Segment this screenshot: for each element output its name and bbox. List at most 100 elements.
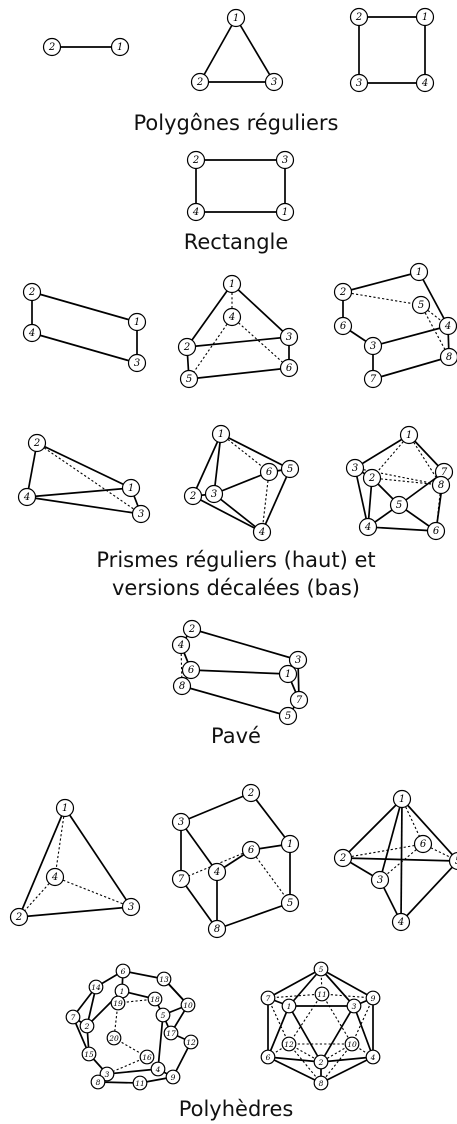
- vertex-circle: [88, 979, 104, 995]
- vertex-label: 10: [347, 1040, 357, 1049]
- edge-2-3: [18, 906, 132, 918]
- edge-3-4: [180, 821, 218, 873]
- edge-3-4: [213, 493, 263, 533]
- vertex-label: 6: [121, 967, 126, 976]
- vertex-label: 1: [399, 794, 405, 805]
- vertex-1: 1: [110, 37, 130, 57]
- vertex-circle: [17, 487, 37, 507]
- vertex-label: 3: [271, 77, 277, 88]
- vertex-circle: [190, 72, 210, 92]
- vertex-label: 6: [286, 363, 293, 374]
- vertex-circle: [275, 150, 295, 170]
- vertex-1: 1: [278, 664, 298, 684]
- vertex-6: 6: [260, 1049, 276, 1065]
- vertex-circle: [333, 316, 353, 336]
- hidden-edge-6-4: [261, 471, 270, 533]
- vertex-circle: [259, 462, 279, 482]
- vertex-circle: [204, 484, 224, 504]
- vertex-3: 3: [346, 998, 362, 1014]
- vertex-label: 8: [438, 480, 444, 491]
- vertex-circle: [127, 353, 147, 373]
- vertex-3: 3: [127, 353, 147, 373]
- vertex-circle: [392, 789, 412, 809]
- vertex-4: 4: [365, 1049, 381, 1065]
- vertex-label: 5: [319, 965, 324, 974]
- vertex-circle: [131, 504, 151, 524]
- vertex-circle: [344, 1036, 360, 1052]
- vertex-label: 18: [150, 995, 160, 1004]
- vertex-circle: [121, 478, 141, 498]
- vertex-4: 4: [252, 522, 272, 542]
- vertex-label: 4: [258, 527, 265, 538]
- vertex-label: 8: [446, 352, 452, 363]
- vertex-circle: [207, 919, 227, 939]
- vertex-label: 3: [370, 341, 376, 352]
- vertex-1: 1: [226, 8, 246, 28]
- vertex-circle: [252, 522, 272, 542]
- vertex-circle: [211, 424, 231, 444]
- vertex-3: 3: [349, 73, 369, 93]
- vertex-label: 6: [340, 321, 347, 332]
- vertex-label: 5: [287, 464, 293, 475]
- vertex-label: 7: [441, 467, 448, 478]
- vertex-circle: [288, 650, 308, 670]
- vertex-8: 8: [431, 475, 451, 495]
- vertex-11: 11: [132, 1075, 148, 1091]
- vertex-circle: [279, 327, 299, 347]
- edge-6-1: [190, 669, 289, 675]
- vertex-6: 6: [426, 521, 446, 541]
- vertex-circle: [439, 347, 457, 367]
- vertex-16: 16: [139, 1049, 155, 1065]
- edge-5-6: [188, 367, 290, 380]
- vertex-label: 7: [266, 994, 271, 1003]
- vertex-circle: [358, 517, 378, 537]
- vertex-label: 1: [282, 207, 288, 218]
- edge-1-5: [401, 798, 457, 862]
- vertex-label: 2: [84, 1022, 90, 1031]
- vertex-circle: [42, 37, 62, 57]
- vertex-circle: [349, 73, 369, 93]
- vertex-3: 3: [131, 504, 151, 524]
- vertex-label: 6: [188, 665, 195, 676]
- vertex-circle: [362, 468, 382, 488]
- vertex-2: 2: [27, 433, 47, 453]
- vertex-10: 10: [180, 997, 196, 1013]
- vertex-3: 3: [204, 484, 224, 504]
- vertex-label: 1: [287, 1002, 292, 1011]
- vertex-5: 5: [313, 961, 329, 977]
- edge-3-4: [353, 1005, 374, 1058]
- vertex-8: 8: [207, 919, 227, 939]
- edge-2-1: [250, 792, 291, 845]
- vertex-7: 7: [260, 990, 276, 1006]
- vertex-circle: [181, 660, 201, 680]
- vertex-label: 2: [28, 287, 35, 298]
- vertex-circle: [280, 893, 300, 913]
- vertex-7: 7: [289, 690, 309, 710]
- vertex-1: 1: [55, 798, 75, 818]
- vertex-3: 3: [363, 336, 383, 356]
- vertex-circle: [411, 295, 431, 315]
- vertex-label: 3: [105, 1070, 110, 1079]
- vertex-label: 13: [159, 975, 169, 984]
- edge-1-4: [400, 798, 403, 923]
- vertex-circle: [313, 1054, 329, 1070]
- vertex-circle: [163, 1025, 179, 1041]
- vertex-label: 2: [189, 491, 196, 502]
- vertex-label: 3: [138, 509, 144, 520]
- edge-4-5: [400, 860, 457, 923]
- edge-1-5: [220, 433, 291, 470]
- vertex-label: 1: [218, 429, 224, 440]
- vertex-circle: [415, 7, 435, 27]
- vertex-circle: [365, 1049, 381, 1065]
- vertex-2: 2: [183, 486, 203, 506]
- hidden-edge-4-3: [54, 876, 132, 908]
- edge-2-4: [192, 495, 263, 533]
- vertex-label: 4: [397, 917, 404, 928]
- vertex-label: 11: [317, 990, 327, 999]
- vertex-17: 17: [163, 1025, 179, 1041]
- edge-5-1: [288, 968, 322, 1007]
- edge-1-3: [64, 807, 132, 908]
